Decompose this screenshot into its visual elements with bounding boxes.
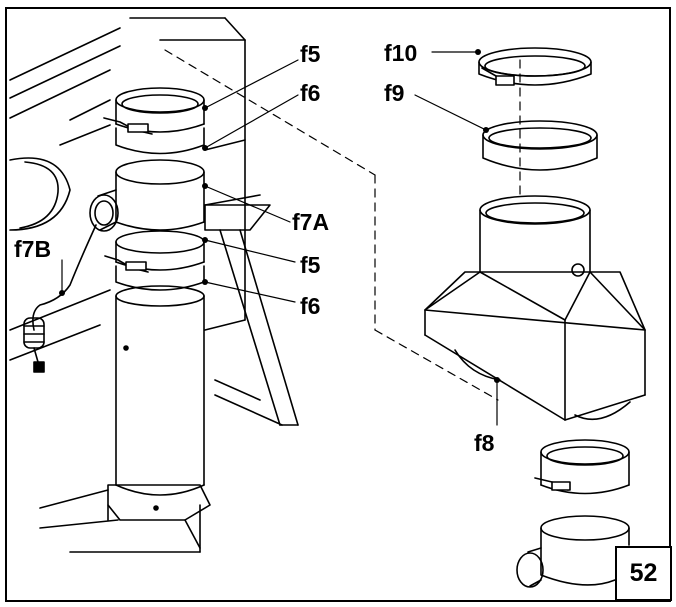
label-f5-bottom: f5 bbox=[300, 252, 321, 278]
label-f8: f8 bbox=[474, 430, 495, 456]
upper-sleeve-f6 bbox=[115, 127, 205, 155]
lower-clamp-f5 bbox=[104, 230, 205, 273]
label-f10: f10 bbox=[384, 40, 418, 66]
label-f7b: f7B bbox=[14, 236, 52, 262]
label-f6-top: f6 bbox=[300, 80, 321, 106]
lower-sleeve-f6 bbox=[115, 265, 205, 291]
label-f9: f9 bbox=[384, 80, 405, 106]
clamp-f10 bbox=[478, 47, 592, 86]
support-bracket bbox=[204, 204, 299, 426]
sleeve-f9 bbox=[482, 120, 598, 171]
tee-fitting-f7a bbox=[89, 159, 205, 232]
diagram-frame bbox=[5, 7, 671, 602]
transition-box-f8 bbox=[424, 195, 646, 421]
label-f5-top: f5 bbox=[300, 41, 321, 67]
part-markers bbox=[59, 49, 500, 383]
cable-f7b bbox=[23, 224, 97, 373]
upper-clamp-f5 bbox=[103, 87, 205, 135]
column-pipe bbox=[115, 285, 205, 511]
base-plate bbox=[39, 484, 211, 553]
assembly-guide-lines bbox=[164, 49, 521, 401]
label-f7a: f7A bbox=[292, 209, 330, 235]
figure-number: 52 bbox=[615, 546, 672, 601]
leader-lines bbox=[61, 51, 498, 426]
machine-body bbox=[9, 17, 261, 361]
label-f6-bottom: f6 bbox=[300, 293, 321, 319]
right-lower-tee bbox=[516, 515, 630, 588]
right-lower-clamp bbox=[534, 439, 630, 495]
